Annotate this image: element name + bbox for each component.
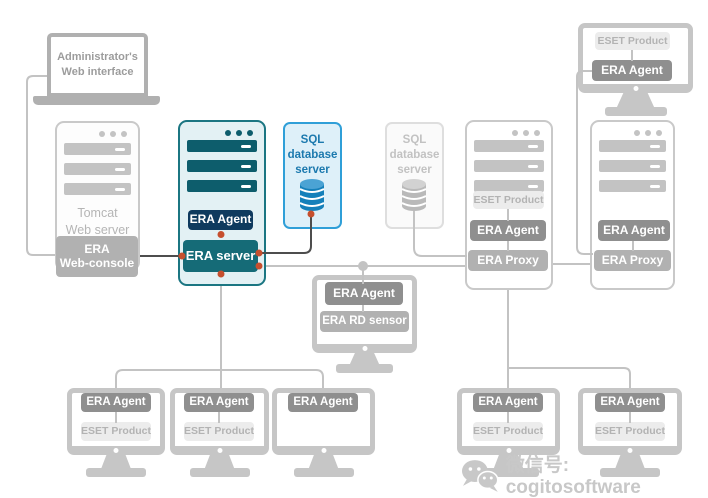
chip-eset-product: ESET Product bbox=[595, 422, 665, 441]
chip-era-agent: ERA Agent bbox=[470, 220, 546, 241]
rack-bar bbox=[599, 140, 666, 152]
tower-dots-icon bbox=[512, 130, 540, 136]
rack-bar bbox=[187, 140, 257, 152]
watermark: 微信号: cogitosoftware bbox=[460, 450, 708, 498]
power-dot-icon bbox=[627, 448, 633, 453]
monitor-base bbox=[293, 468, 354, 477]
monitor-stand bbox=[493, 455, 524, 469]
chip-era-proxy: ERA Proxy bbox=[594, 250, 671, 271]
monitor-stand bbox=[616, 93, 655, 108]
rack-bar bbox=[599, 160, 666, 172]
database-icon bbox=[401, 179, 427, 211]
chip-era-agent: ERA Agent bbox=[188, 210, 253, 230]
monitor-base bbox=[189, 468, 250, 477]
chip-era-agent: ERA Agent bbox=[81, 393, 151, 412]
tower-dots-icon bbox=[225, 130, 253, 136]
tower-dots-icon bbox=[99, 131, 127, 137]
junction-dot bbox=[358, 261, 368, 271]
sql-server-secondary: SQL database server bbox=[385, 122, 444, 229]
power-dot-icon bbox=[506, 448, 511, 453]
chip-era-agent: ERA Agent bbox=[598, 220, 670, 241]
chip-era-agent: ERA Agent bbox=[184, 393, 254, 412]
chip-era-agent: ERA Agent bbox=[473, 393, 543, 412]
monitor-stand bbox=[204, 455, 235, 469]
chip-era-web-console: ERA Web-console bbox=[56, 236, 138, 277]
rack-bar bbox=[474, 140, 544, 152]
laptop-label: Administrator's Web interface bbox=[57, 51, 138, 78]
chip-era-agent: ERA Agent bbox=[592, 60, 672, 81]
rack-bar bbox=[64, 143, 131, 155]
rack-bar bbox=[474, 180, 544, 192]
tomcat-label: Tomcat Web server bbox=[65, 206, 130, 237]
monitor-stand bbox=[101, 455, 131, 469]
power-dot-icon bbox=[362, 346, 367, 351]
monitor-base bbox=[86, 468, 146, 477]
sql-server-primary: SQL database server bbox=[283, 122, 342, 229]
rack-bar bbox=[187, 160, 257, 172]
rack-bar bbox=[474, 160, 544, 172]
rack-bar bbox=[64, 163, 131, 175]
power-dot-icon bbox=[633, 86, 638, 91]
rack-bar bbox=[187, 180, 257, 192]
chip-era-agent: ERA Agent bbox=[288, 393, 358, 412]
tower-dots-icon bbox=[634, 130, 662, 136]
power-dot-icon bbox=[113, 448, 119, 453]
database-icon bbox=[299, 179, 325, 211]
chip-era-rd-sensor: ERA RD sensor bbox=[320, 311, 409, 332]
chip-eset-product: ESET Product bbox=[473, 191, 544, 209]
chip-era-proxy: ERA Proxy bbox=[468, 250, 548, 271]
wechat-icon bbox=[461, 459, 499, 492]
monitor-stand bbox=[308, 455, 339, 469]
monitor-base bbox=[604, 107, 667, 116]
monitor-base bbox=[478, 468, 539, 477]
monitor-stand bbox=[615, 455, 645, 469]
rack-bar bbox=[64, 183, 131, 195]
chip-era-agent: ERA Agent bbox=[325, 282, 403, 305]
watermark-text: 微信号: cogitosoftware bbox=[505, 455, 641, 498]
power-dot-icon bbox=[217, 448, 222, 453]
chip-era-agent: ERA Agent bbox=[595, 393, 665, 412]
monitor-base bbox=[600, 468, 660, 477]
chip-era-server: ERA server bbox=[183, 240, 258, 272]
laptop-base bbox=[33, 96, 160, 105]
chip-eset-product: ESET Product bbox=[81, 422, 151, 441]
power-dot-icon bbox=[321, 448, 326, 453]
chip-eset-product: ESET Product bbox=[595, 32, 670, 50]
laptop-screen: Administrator's Web interface bbox=[47, 33, 148, 97]
monitor-base bbox=[336, 364, 393, 373]
monitor-stand bbox=[349, 353, 380, 365]
chip-eset-product: ESET Product bbox=[184, 422, 254, 441]
rack-bar bbox=[599, 180, 666, 192]
chip-eset-product: ESET Product bbox=[473, 422, 543, 441]
